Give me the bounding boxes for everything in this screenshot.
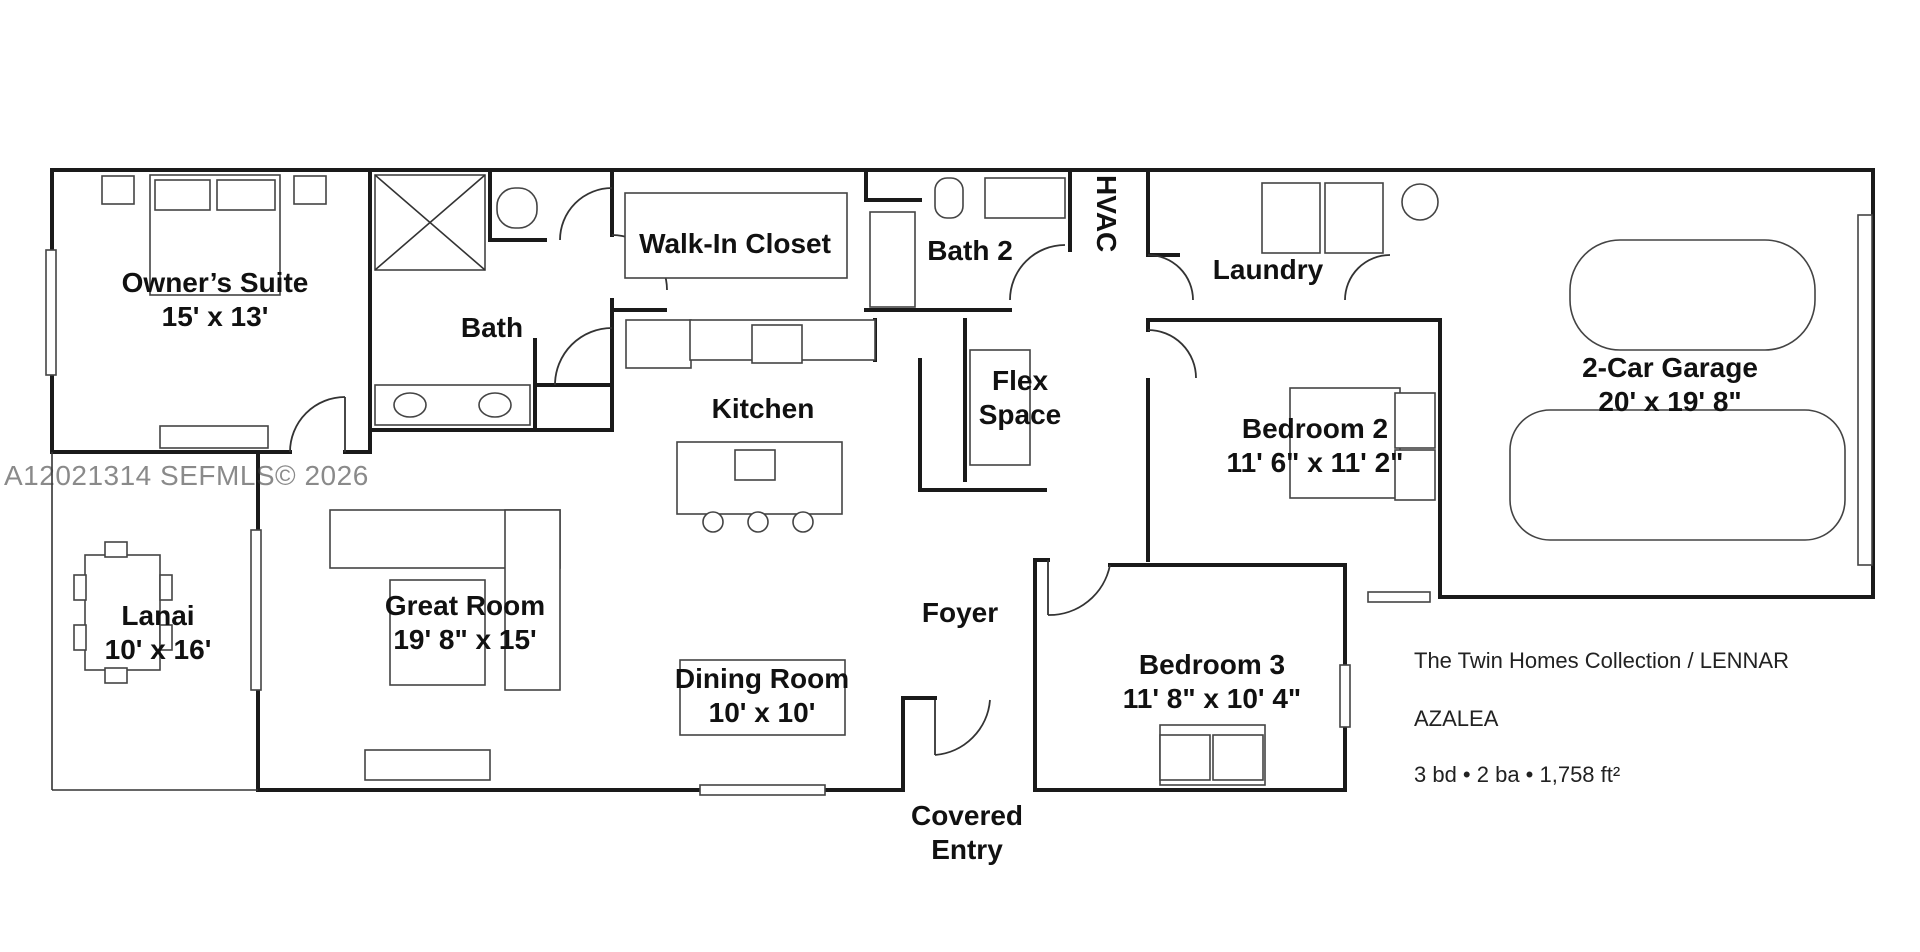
bedroom-3-dims: 11' 8" x 10' 4" <box>1123 683 1301 714</box>
collection-label: The Twin Homes Collection / LENNAR <box>1414 648 1789 673</box>
kitchen-name: Kitchen <box>712 393 815 424</box>
garage-name: 2-Car Garage <box>1582 352 1758 383</box>
laundry-name: Laundry <box>1213 254 1324 285</box>
dining-room-dims: 10' x 10' <box>709 697 816 728</box>
flex-space-line1: Flex <box>992 365 1048 396</box>
dining-room-name: Dining Room <box>675 663 849 694</box>
garage-dims: 20' x 19' 8" <box>1598 386 1741 417</box>
foyer-name: Foyer <box>922 597 998 628</box>
windows <box>45 214 1873 796</box>
walk-in-closet-name: Walk-In Closet <box>639 228 831 259</box>
model-name: AZALEA <box>1414 706 1499 731</box>
room-labels: Owner’s Suite 15' x 13' Bath Walk-In Clo… <box>105 175 1758 865</box>
owners-suite-dims: 15' x 13' <box>162 301 269 332</box>
great-room-dims: 19' 8" x 15' <box>393 624 536 655</box>
great-room-name: Great Room <box>385 590 545 621</box>
hvac-name: HVAC <box>1091 175 1122 252</box>
lanai-dims: 10' x 16' <box>105 634 212 665</box>
watermark: A12021314 SEFMLS© 2026 <box>4 460 369 491</box>
bedroom-2-name: Bedroom 2 <box>1242 413 1388 444</box>
covered-entry-line2: Entry <box>931 834 1003 865</box>
fixtures <box>73 174 1846 786</box>
bedroom-3-name: Bedroom 3 <box>1139 649 1285 680</box>
flex-space-line2: Space <box>979 399 1062 430</box>
covered-entry-line1: Covered <box>911 800 1023 831</box>
lanai-name: Lanai <box>121 600 194 631</box>
home-summary: 3 bd • 2 ba • 1,758 ft² <box>1414 762 1621 787</box>
lanai-outline <box>51 452 258 791</box>
interior-walls <box>368 168 1442 792</box>
bath-2-name: Bath 2 <box>927 235 1013 266</box>
bedroom-2-dims: 11' 6" x 11' 2" <box>1227 447 1404 478</box>
bath-name: Bath <box>461 312 523 343</box>
owners-suite-name: Owner’s Suite <box>122 267 309 298</box>
